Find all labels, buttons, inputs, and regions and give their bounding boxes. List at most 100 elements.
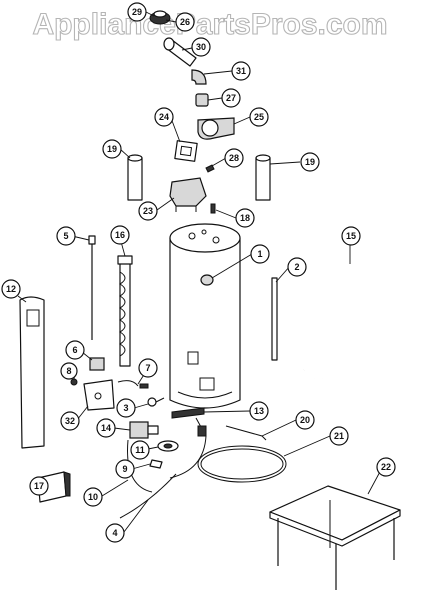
svg-text:18: 18 (240, 213, 250, 223)
svg-text:11: 11 (135, 445, 145, 455)
flue-adapter-part (169, 177, 207, 212)
callout-9: 9 (115, 459, 135, 479)
gas-valve-part (129, 421, 159, 439)
svg-text:31: 31 (236, 66, 246, 76)
callout-1: 1 (250, 244, 270, 264)
callout-6: 6 (65, 340, 85, 360)
control-bracket-part (83, 379, 115, 411)
svg-text:2: 2 (294, 262, 299, 272)
pilot-assembly-part (157, 440, 179, 452)
svg-text:12: 12 (6, 284, 16, 294)
vent-cap-part (149, 10, 171, 25)
callout-2: 2 (287, 257, 307, 277)
svg-text:21: 21 (334, 431, 344, 441)
gasket-part (174, 140, 198, 162)
svg-text:10: 10 (88, 492, 98, 502)
svg-text:30: 30 (196, 42, 206, 52)
base-ring-part (197, 445, 287, 483)
screw-18-part (210, 203, 216, 214)
svg-text:6: 6 (72, 345, 77, 355)
callout-18: 18 (235, 208, 255, 228)
flex-connector-part (117, 255, 133, 367)
callout-22: 22 (376, 457, 396, 477)
callout-8: 8 (60, 362, 78, 380)
callout-28: 28 (224, 148, 244, 168)
svg-text:9: 9 (122, 464, 127, 474)
insulation-tube-right-part (255, 154, 271, 201)
svg-text:3: 3 (123, 403, 128, 413)
wire-harness-part (117, 380, 149, 389)
manifold-tube-part (127, 439, 153, 493)
svg-text:27: 27 (226, 93, 236, 103)
callout-20: 20 (295, 410, 315, 430)
callout-7: 7 (138, 358, 158, 378)
svg-text:5: 5 (63, 231, 68, 241)
burner-door-part (171, 407, 205, 419)
vent-pipe-top-part (163, 37, 197, 67)
svg-text:19: 19 (305, 157, 315, 167)
svg-text:8: 8 (66, 366, 71, 376)
svg-text:25: 25 (254, 112, 264, 122)
svg-text:24: 24 (159, 112, 169, 122)
gas-tube-part (119, 473, 177, 519)
flue-baffle-part (225, 425, 267, 441)
svg-text:13: 13 (254, 406, 264, 416)
screw-8-part (70, 378, 78, 386)
callout-13: 13 (249, 401, 269, 421)
callout-19-left: 19 (102, 139, 122, 159)
callout-14: 14 (96, 418, 116, 438)
callout-24: 24 (154, 107, 174, 127)
callout-31: 31 (231, 61, 251, 81)
callout-29: 29 (127, 2, 147, 22)
callout-3: 3 (116, 398, 136, 418)
drain-hose-part (297, 266, 351, 382)
callout-32: 32 (60, 411, 80, 431)
callout-21: 21 (329, 426, 349, 446)
callout-19-right: 19 (300, 152, 320, 172)
callout-25: 25 (249, 107, 269, 127)
callout-17: 17 (29, 476, 49, 496)
jacket-panel-part (19, 296, 45, 449)
coupling-part (195, 93, 209, 107)
svg-text:7: 7 (145, 363, 150, 373)
elbow-part (191, 69, 207, 85)
stand-part (269, 485, 401, 590)
water-heater-tank-part (169, 223, 241, 409)
callout-16: 16 (110, 225, 130, 245)
callout-5: 5 (56, 226, 76, 246)
svg-text:14: 14 (101, 423, 111, 433)
screw-28-part (205, 164, 215, 173)
svg-text:1: 1 (257, 249, 262, 259)
svg-text:23: 23 (143, 206, 153, 216)
blower-part (197, 117, 235, 140)
svg-text:32: 32 (65, 416, 75, 426)
callout-10: 10 (83, 487, 103, 507)
watermark: AppliancePartsPros.com (32, 8, 387, 41)
callout-12: 12 (1, 279, 21, 299)
svg-text:20: 20 (300, 415, 310, 425)
callout-27: 27 (221, 88, 241, 108)
burner-part (149, 459, 163, 469)
svg-text:29: 29 (132, 7, 142, 17)
insulation-tube-left-part (127, 154, 143, 201)
svg-text:4: 4 (112, 528, 117, 538)
dip-tube-part (271, 277, 278, 361)
igniter-part (147, 397, 165, 407)
thermocouple-part (169, 417, 207, 479)
thermostat-part (89, 357, 105, 371)
svg-text:17: 17 (34, 481, 44, 491)
svg-text:26: 26 (180, 17, 190, 27)
svg-text:19: 19 (107, 144, 117, 154)
svg-text:28: 28 (229, 153, 239, 163)
anode-rod-part (88, 235, 96, 340)
callout-11: 11 (130, 440, 150, 460)
svg-text:15: 15 (346, 231, 356, 241)
svg-text:16: 16 (115, 230, 125, 240)
callout-15: 15 (341, 226, 361, 246)
callout-23: 23 (138, 201, 158, 221)
callout-4: 4 (105, 523, 125, 543)
callout-26: 26 (175, 12, 195, 32)
callout-30: 30 (191, 37, 211, 57)
svg-text:22: 22 (381, 462, 391, 472)
